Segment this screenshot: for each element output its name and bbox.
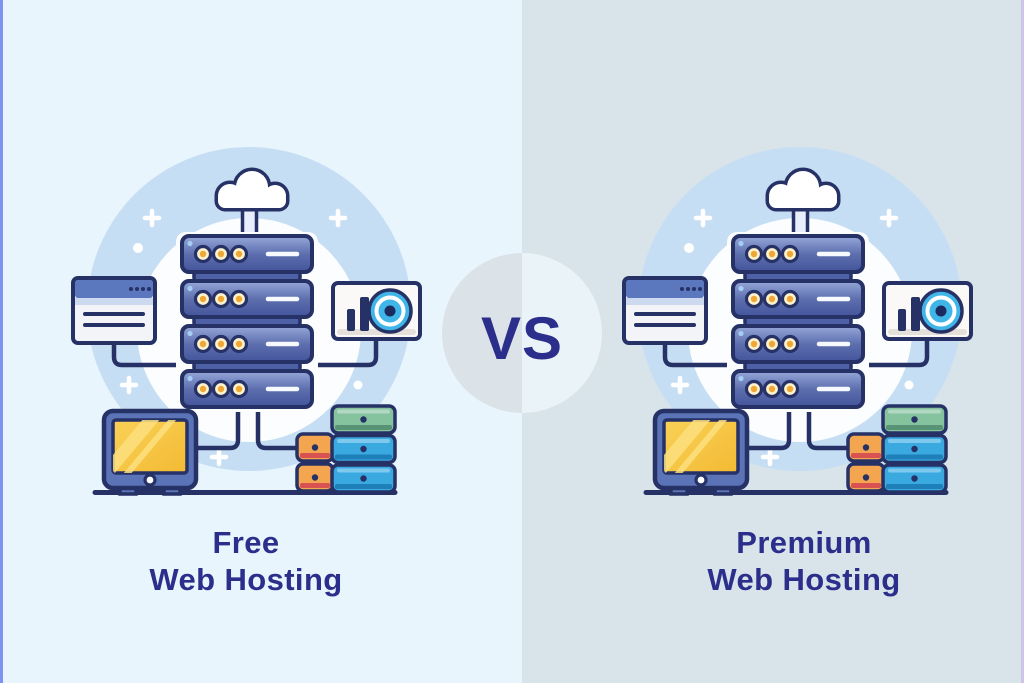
premium-hosting-illustration [600,140,1000,505]
drive-green [881,404,948,435]
drive-green [330,404,397,435]
server-unit [182,326,312,362]
free-hosting-title: Free Web Hosting [36,524,456,598]
storage-drives-icon [846,404,948,494]
drive-blue [330,433,397,494]
browser-window-icon [622,276,708,345]
title-line-2: Web Hosting [149,562,343,597]
hosting-illustration [71,147,422,496]
cloud-icon [214,167,290,212]
sparkle-dot-icon [684,243,694,253]
sparkle-plus-icon [879,208,899,228]
server-unit [733,326,863,362]
bar-chart-icon [911,297,920,331]
sparkle-plus-icon [142,208,162,228]
storage-drives-icon [295,404,397,494]
server-stack-icon [727,232,869,412]
server-stack-icon [176,232,318,412]
connector-lines [662,333,930,451]
title-line-1: Free [212,525,280,560]
title-line-1: Premium [736,525,872,560]
disc-gauge-icon [918,288,964,334]
browser-window-icon [71,276,157,345]
sparkle-dot-icon [904,380,914,390]
bar-chart-icon [898,309,906,331]
drive-orange [295,432,335,493]
analytics-card-icon [882,281,973,341]
sparkles [119,208,363,467]
monitor-icon [101,408,199,496]
server-unit [182,371,312,407]
free-hosting-illustration [49,140,449,505]
sparkle-plus-icon [119,375,139,395]
server-unit [182,281,312,317]
sparkle-plus-icon [328,208,348,228]
vs-label: VS [480,304,564,372]
analytics-card-icon [331,281,422,341]
left-edge-line [0,0,3,683]
disc-gauge-icon [367,288,413,334]
sparkle-plus-icon [209,447,229,467]
monitor-icon [652,408,750,496]
server-unit [733,371,863,407]
sparkle-plus-icon [760,447,780,467]
sparkle-plus-icon [693,208,713,228]
bar-chart-icon [360,297,369,331]
hosting-illustration [622,147,973,496]
free-hosting-panel: Free Web Hosting [36,140,456,598]
server-unit [733,281,863,317]
vs-badge: VS [442,253,602,413]
premium-hosting-title: Premium Web Hosting [594,524,1014,598]
premium-hosting-panel: Premium Web Hosting [522,0,1024,683]
cloud-icon [765,167,841,212]
server-unit [182,236,312,272]
title-line-2: Web Hosting [707,562,901,597]
connector-lines [111,333,379,451]
drive-blue [881,433,948,494]
bar-chart-icon [347,309,355,331]
sparkle-plus-icon [670,375,690,395]
right-edge-line [1021,0,1024,683]
drive-orange [846,432,886,493]
sparkle-dot-icon [133,243,143,253]
sparkle-dot-icon [353,380,363,390]
sparkles [670,208,914,467]
server-unit [733,236,863,272]
